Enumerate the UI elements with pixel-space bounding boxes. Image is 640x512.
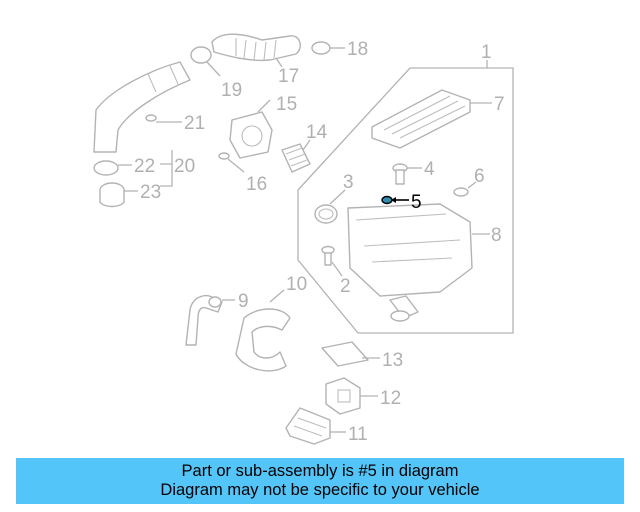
callout-16: 16 xyxy=(246,174,267,195)
air-flow-sensor-part xyxy=(229,99,273,159)
tube-bolt-part xyxy=(145,114,182,123)
screw-part xyxy=(321,245,343,277)
insert-part-highlighted xyxy=(381,195,409,205)
intake-tube-part xyxy=(93,61,191,187)
callout-1: 1 xyxy=(481,42,492,63)
callout-14: 14 xyxy=(306,122,328,143)
bolt-part xyxy=(392,163,422,185)
sealing-ring-part xyxy=(314,189,346,224)
info-banner: Part or sub-assembly is #5 in diagram Di… xyxy=(16,458,624,504)
vent-hose-part xyxy=(185,294,235,346)
callout-9: 9 xyxy=(238,291,249,312)
callout-18: 18 xyxy=(347,39,368,60)
callout-5: 5 xyxy=(411,192,422,213)
callout-20: 20 xyxy=(174,156,195,177)
callout-23: 23 xyxy=(140,182,161,203)
sensor-housing-part xyxy=(281,139,311,173)
callout-21: 21 xyxy=(184,113,205,134)
callout-13: 13 xyxy=(382,350,403,371)
resonator-hose-part xyxy=(235,289,291,372)
air-duct-part-13 xyxy=(321,341,380,367)
intake-boot-part xyxy=(211,33,301,68)
callout-4: 4 xyxy=(424,159,435,180)
callout-labels: 1 2 3 4 5 6 7 8 9 10 11 12 13 14 15 16 1… xyxy=(134,39,505,445)
banner-part-line: Part or sub-assembly is #5 in diagram xyxy=(181,462,459,480)
callout-7: 7 xyxy=(494,94,505,115)
tube-seal-part xyxy=(99,182,138,208)
callout-15: 15 xyxy=(276,94,297,115)
tube-clamp-part xyxy=(93,160,132,176)
callout-12: 12 xyxy=(380,388,401,409)
callout-10: 10 xyxy=(286,274,307,295)
parts-diagram: 1 2 3 4 5 6 7 8 9 10 11 12 13 14 15 16 1… xyxy=(93,33,514,445)
banner-disclaimer-line: Diagram may not be specific to your vehi… xyxy=(160,481,480,499)
grommet-part xyxy=(453,181,477,197)
air-duct-part-11 xyxy=(285,407,346,445)
callout-8: 8 xyxy=(491,225,502,246)
air-cleaner-assembly-frame xyxy=(297,60,514,334)
callout-19: 19 xyxy=(221,80,242,101)
callout-2: 2 xyxy=(340,276,351,297)
callout-22: 22 xyxy=(134,156,155,177)
hose-clamp-part-19 xyxy=(190,46,221,77)
callout-3: 3 xyxy=(343,172,354,193)
callout-11: 11 xyxy=(348,424,368,445)
air-cleaner-housing-part xyxy=(347,203,490,322)
air-duct-part-12 xyxy=(325,377,378,415)
sensor-screw-part xyxy=(218,152,245,173)
filter-lid-part xyxy=(371,89,492,149)
hose-clamp-part-18 xyxy=(311,41,345,55)
callout-6: 6 xyxy=(474,166,485,187)
callout-17: 17 xyxy=(278,66,299,87)
